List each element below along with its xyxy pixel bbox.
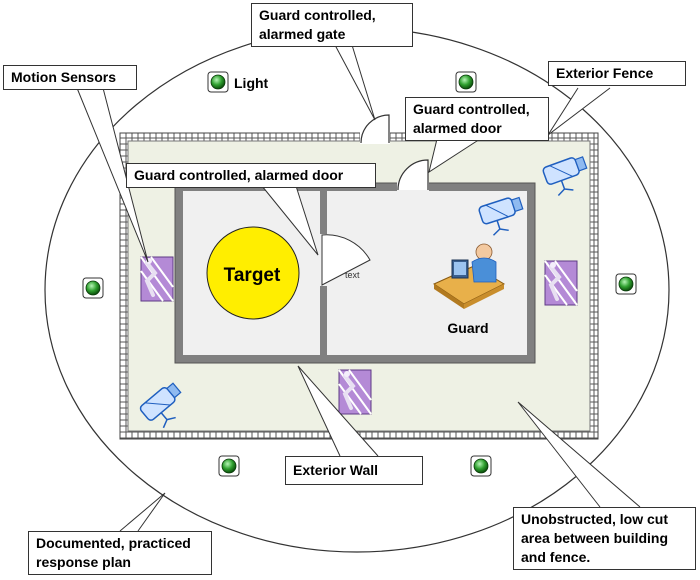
light-icon — [218, 455, 240, 477]
callout-exterior-fence: Exterior Fence — [548, 61, 686, 86]
callout-line: Documented, practiced — [36, 535, 191, 551]
motion-sensor-icon — [139, 255, 175, 303]
door-text-label: text — [345, 270, 360, 280]
motion-sensor-icon — [337, 368, 373, 416]
callout-line: Unobstructed, low cut — [521, 511, 668, 527]
callout-line: Guard controlled, — [413, 101, 530, 117]
callout-line: response plan — [36, 554, 131, 570]
gate-swing — [360, 114, 390, 144]
callout-line: alarmed door — [413, 120, 502, 136]
inner-door-swing — [321, 234, 371, 286]
callout-guard-gate: Guard controlled, alarmed gate — [251, 3, 413, 47]
callout-inner-door: Guard controlled, alarmed door — [126, 163, 376, 188]
target-label: Target — [224, 265, 281, 286]
callout-motion-sensors: Motion Sensors — [3, 65, 137, 90]
callout-line: and fence. — [521, 549, 591, 565]
guard-desk-icon — [432, 243, 506, 309]
callout-line: Guard controlled, alarmed door — [134, 167, 344, 183]
light-icon — [82, 277, 104, 299]
motion-sensor-icon — [543, 259, 579, 307]
callout-response-plan: Documented, practiced response plan — [28, 531, 212, 575]
callout-line: Motion Sensors — [11, 69, 117, 85]
callout-line: alarmed gate — [259, 26, 346, 42]
guard-label: Guard — [447, 320, 488, 336]
callout-line: Exterior Wall — [293, 462, 379, 478]
outer-door-swing — [397, 159, 429, 191]
light-icon — [455, 71, 477, 93]
callout-exterior-wall: Exterior Wall — [285, 456, 423, 485]
light-icon — [207, 71, 229, 93]
callout-cut-area: Unobstructed, low cut area between build… — [513, 507, 696, 570]
callout-line: area between building — [521, 530, 669, 546]
callout-pointers — [76, 44, 641, 532]
light-icon — [470, 455, 492, 477]
callout-line: Guard controlled, — [259, 7, 376, 23]
light-label: Light — [234, 75, 269, 91]
callout-line: Exterior Fence — [556, 65, 654, 81]
target-circle — [206, 226, 300, 320]
light-icon — [615, 273, 637, 295]
callout-guard-door: Guard controlled, alarmed door — [405, 97, 549, 141]
